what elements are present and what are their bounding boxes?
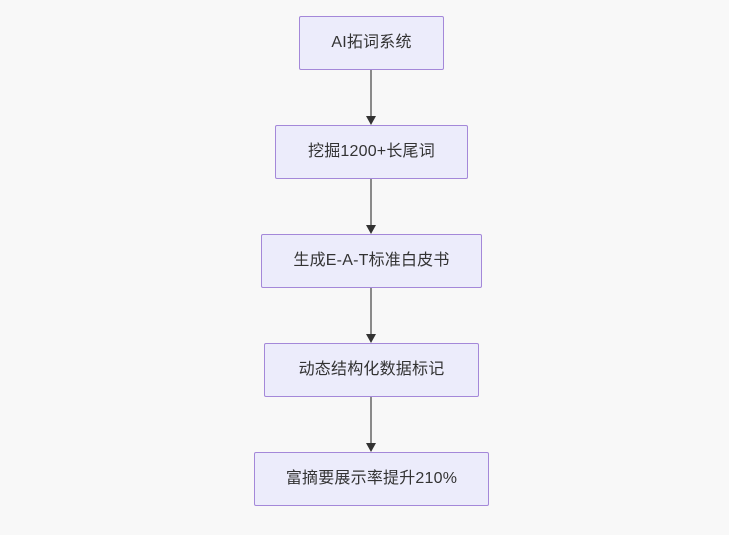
flow-node-ai-keyword-system[interactable]: AI拓词系统 — [299, 16, 444, 70]
edge-line — [369, 179, 373, 225]
edge-line — [369, 70, 373, 116]
flow-node-label: AI拓词系统 — [331, 34, 412, 52]
edge-line — [369, 288, 373, 334]
arrowhead-icon — [365, 334, 376, 343]
arrowhead-icon — [365, 225, 376, 234]
flow-node-generate-eat-whitepaper[interactable]: 生成E-A-T标准白皮书 — [261, 234, 482, 288]
flow-node-label: 挖掘1200+长尾词 — [308, 143, 435, 161]
flow-node-label: 生成E-A-T标准白皮书 — [293, 252, 450, 270]
flow-node-mine-longtail-keywords[interactable]: 挖掘1200+长尾词 — [275, 125, 468, 179]
flow-node-label: 富摘要展示率提升210% — [285, 470, 458, 488]
edge-line — [369, 397, 373, 443]
arrowhead-icon — [365, 116, 376, 125]
flow-node-dynamic-structured-data-markup[interactable]: 动态结构化数据标记 — [264, 343, 479, 397]
flow-node-label: 动态结构化数据标记 — [298, 361, 445, 379]
flow-node-rich-snippet-impression-uplift[interactable]: 富摘要展示率提升210% — [254, 452, 489, 506]
arrowhead-icon — [365, 443, 376, 452]
